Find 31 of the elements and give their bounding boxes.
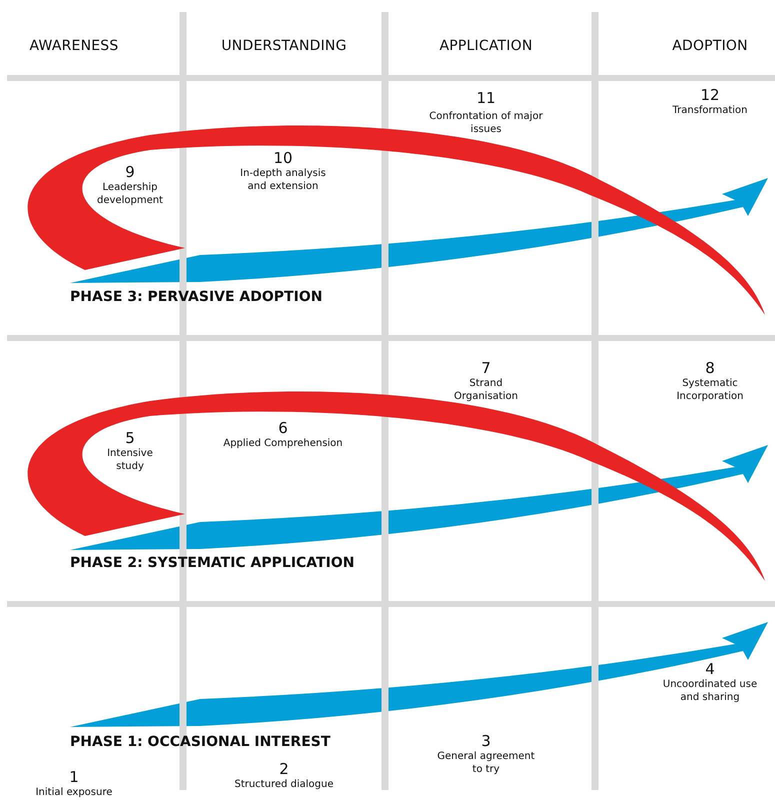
stage-number: 2: [278, 760, 290, 778]
stage-description: Uncoordinated use and sharing: [662, 678, 758, 704]
stage-description: Leadership development: [96, 181, 164, 207]
stage-description: Intensive study: [106, 447, 154, 473]
column-header: UNDERSTANDING: [220, 38, 348, 54]
stage-number: 6: [277, 419, 289, 437]
stage-number: 12: [699, 86, 721, 104]
stage-number: 10: [272, 149, 294, 167]
stage-number: 8: [704, 359, 716, 377]
column-header: ADOPTION: [671, 38, 749, 54]
stage-description: Applied Comprehension: [223, 437, 343, 450]
stage-number: 7: [480, 359, 492, 377]
stage-number: 9: [124, 163, 136, 181]
stage-number: 1: [68, 768, 80, 786]
stage-description: Structured dialogue: [233, 778, 335, 791]
stage-description: In-depth analysis and extension: [239, 167, 327, 193]
stage-description: Initial exposure: [34, 786, 114, 799]
stage-number: 11: [475, 89, 497, 107]
stage-description: Confrontation of major issues: [428, 110, 544, 136]
stage-number: 5: [124, 429, 136, 447]
stage-description: General agreement to try: [436, 750, 536, 776]
phase-label: PHASE 2: SYSTEMATIC APPLICATION: [70, 555, 354, 571]
stage-description: Transformation: [671, 104, 749, 117]
phase-label: PHASE 3: PERVASIVE ADOPTION: [70, 289, 322, 305]
stage-number: 3: [480, 732, 492, 750]
stage-description: Systematic Incorporation: [676, 377, 744, 403]
stage-description: Strand Organisation: [453, 377, 519, 403]
column-header: APPLICATION: [438, 38, 534, 54]
phase-label: PHASE 1: OCCASIONAL INTEREST: [70, 734, 330, 750]
stage-number: 4: [704, 660, 716, 678]
column-header: AWARENESS: [28, 38, 120, 54]
